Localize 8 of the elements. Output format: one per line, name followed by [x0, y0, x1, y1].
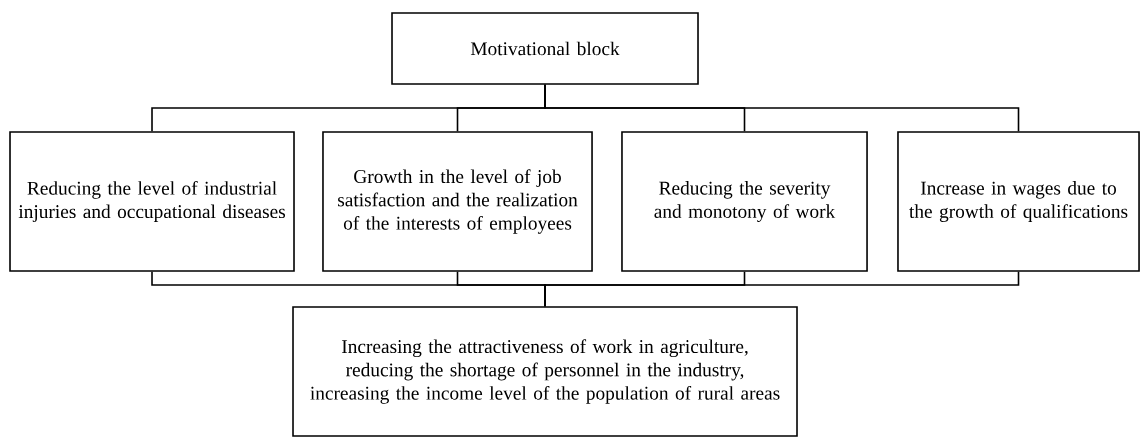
- text-box: Reducing the severity and monotony of work: [621, 131, 868, 272]
- text-box: Reducing the level of industrial injuries and occupational diseases: [9, 131, 295, 272]
- connector-line: [544, 270, 1020, 307]
- text-box: Increasing the attractiveness of work in agriculture, reducing the shortage of personnel in the industry, increasing the income level of the population of rural areas: [292, 306, 798, 437]
- text-box: Growth in the level of job satisfaction and the realization of the interests of employees: [322, 131, 593, 272]
- text-box: Increase in wages due to the growth of qualifications: [897, 131, 1140, 272]
- connector-line: [544, 83, 1020, 133]
- text-box: Motivational block: [391, 12, 699, 85]
